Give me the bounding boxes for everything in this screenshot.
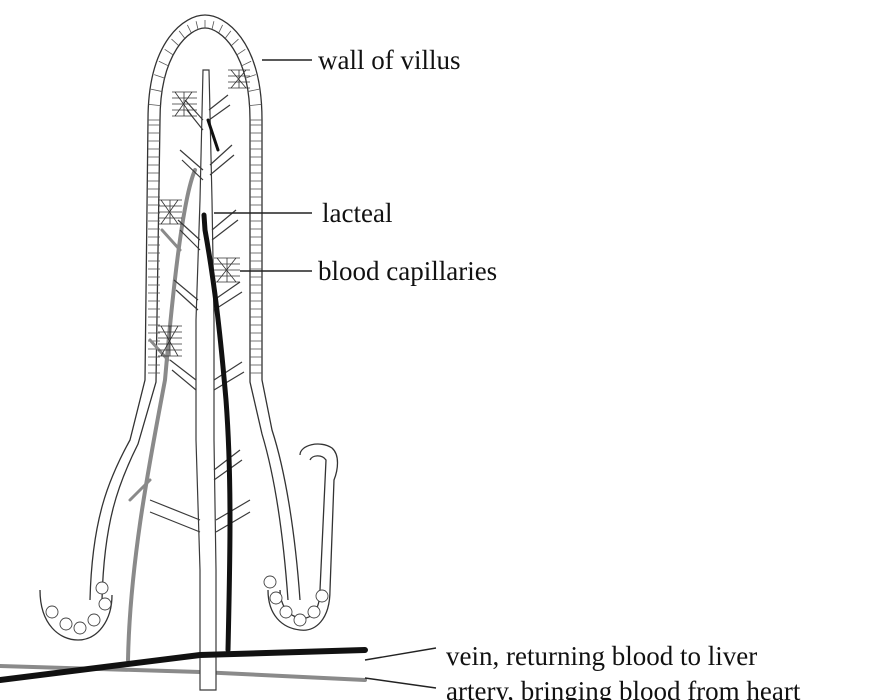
- wall-cell-divider: [149, 104, 161, 105]
- wall-cell-divider: [187, 25, 191, 33]
- label-vein: vein, returning blood to liver: [365, 641, 757, 671]
- label-blood-capillaries: blood capillaries: [240, 256, 497, 286]
- label-text-capillaries: blood capillaries: [318, 256, 497, 286]
- wall-cell-divider: [249, 104, 261, 105]
- wall-cell-divider: [219, 25, 223, 33]
- leader-line-vein: [365, 648, 436, 660]
- label-artery: artery, bringing blood from heart: [365, 676, 801, 700]
- leader-line-artery: [365, 678, 436, 688]
- vein: [0, 120, 365, 680]
- wall-cell-divider: [245, 75, 256, 79]
- wall-cell-divider: [159, 61, 169, 66]
- label-text-artery: artery, bringing blood from heart: [446, 676, 801, 700]
- wall-cell-divider: [237, 49, 245, 55]
- wall-cell-divider: [231, 39, 238, 45]
- wall-cell-divider: [171, 39, 178, 45]
- wall-cell-divider: [241, 61, 251, 66]
- wall-cell-divider: [212, 21, 214, 29]
- label-text-lacteal: lacteal: [322, 198, 392, 228]
- label-text-vein: vein, returning blood to liver: [446, 641, 757, 671]
- label-text-wall: wall of villus: [318, 45, 461, 75]
- wall-cell-divider: [154, 75, 165, 79]
- wall-cell-divider: [151, 89, 162, 91]
- wall-cell-divider: [196, 21, 198, 29]
- label-wall-of-villus: wall of villus: [262, 45, 461, 75]
- basal-cells-right: [264, 444, 338, 630]
- wall-cell-divider: [248, 89, 259, 91]
- wall-cell-divider: [225, 31, 230, 38]
- label-lacteal: lacteal: [214, 198, 392, 228]
- wall-cell-divider: [165, 49, 173, 55]
- artery: [0, 170, 365, 680]
- basal-cells-left: [40, 582, 112, 640]
- wall-cell-divider: [179, 31, 184, 38]
